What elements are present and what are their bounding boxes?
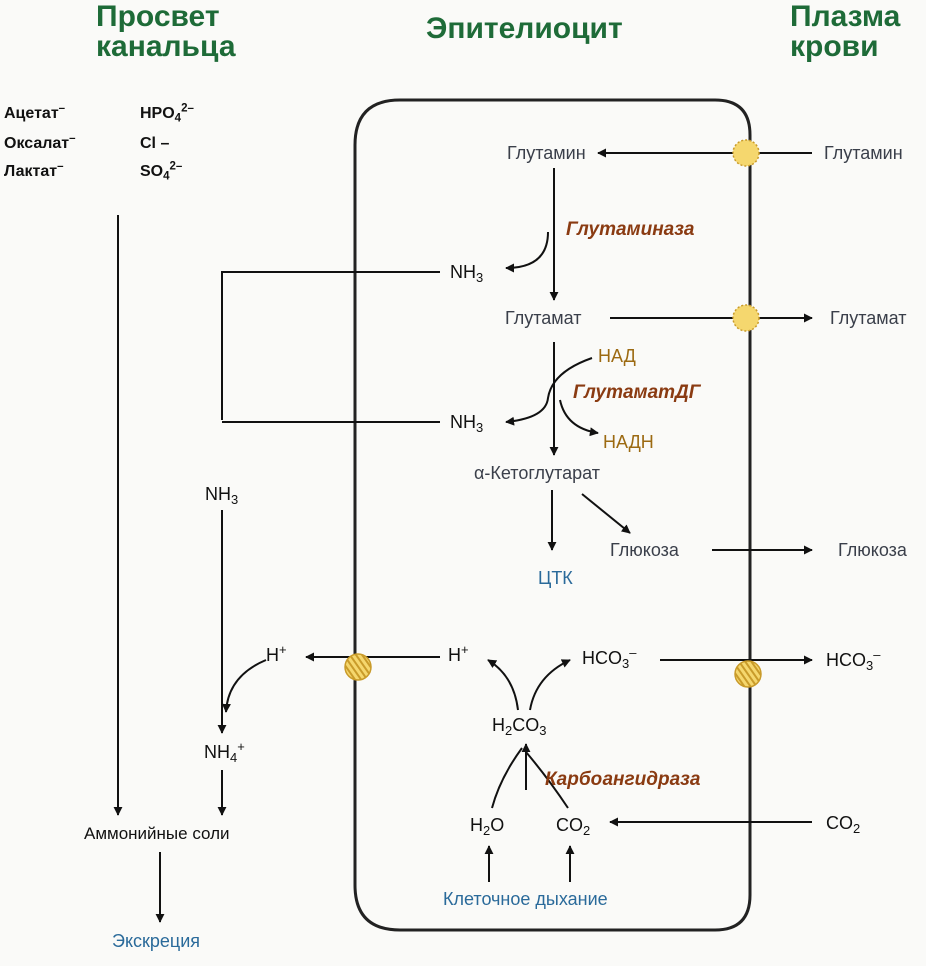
proton-to-nh4-curve: [221, 659, 267, 713]
glutamate-transporter: [732, 304, 760, 332]
glucose-cell-label: Глюкоза: [610, 540, 679, 560]
oxalate-label: Оксалат–: [4, 132, 76, 152]
header-lumen-line2: канальца: [96, 30, 236, 63]
glutamate-dh-label: ГлутаматДГ: [573, 382, 701, 403]
nadh-curve: [559, 399, 599, 437]
glutamine-plasma-label: Глутамин: [824, 143, 903, 163]
chloride-label: Cl –: [140, 135, 170, 152]
lactate-label: Лактат–: [4, 160, 64, 180]
header-lumen: Просвет канальца: [96, 2, 236, 62]
nad-label: НАД: [598, 346, 636, 366]
nh3-label-2: NH3: [450, 412, 484, 435]
nh4-label: NH4+: [204, 738, 245, 765]
excretion-label: Экскреция: [112, 931, 201, 951]
nh3-lumen-label: NH3: [205, 484, 239, 507]
alpha-kg-label: α-Кетоглутарат: [474, 463, 600, 483]
proton-exchanger: [344, 653, 372, 681]
header-plasma-line1: Плазма: [790, 0, 901, 33]
glucose-plasma-label: Глюкоза: [838, 540, 907, 560]
nh3-label-1: NH3: [450, 262, 484, 285]
nh3-path-1: [221, 271, 440, 420]
glutamate-plasma-label: Глутамат: [830, 308, 907, 328]
nad-curve: [505, 357, 593, 426]
h2o-label: H2O: [470, 815, 505, 838]
bicarbonate-transporter: [734, 660, 762, 688]
glutamine-transporter: [732, 139, 760, 167]
nadh-label: НАДН: [603, 432, 654, 452]
carbonic-acid-label: H2CO3: [492, 715, 547, 738]
glutaminase-label: Глутаминаза: [566, 219, 695, 240]
header-cell: Эпителиоцит: [426, 12, 623, 45]
proton-lumen-label: H+: [266, 641, 287, 665]
ammonium-salts-label: Аммонийные соли: [84, 824, 230, 843]
cell-membrane: [353, 98, 752, 932]
header-plasma-line2: крови: [790, 30, 879, 63]
proton-cell-label: H+: [448, 641, 469, 665]
header-plasma: Плазма крови: [790, 2, 900, 62]
co2-to-h2co3-curve: [525, 751, 569, 809]
tca-label: ЦТК: [538, 568, 573, 588]
nh3-release-curve-1: [505, 231, 549, 273]
glutamine-cell-label: Глутамин: [507, 143, 586, 163]
phosphate-label: HPO42–: [140, 102, 194, 125]
h2co3-to-h-curve: [487, 659, 519, 711]
acetate-label: Ацетат–: [4, 102, 66, 122]
bicarbonate-plasma-label: HCO3–: [826, 646, 881, 673]
co2-plasma-label: CO2: [826, 813, 861, 836]
bicarbonate-cell-label: HCO3–: [582, 644, 637, 671]
header-lumen-line1: Просвет: [96, 0, 220, 33]
glutamate-cell-label: Глутамат: [505, 308, 582, 328]
sulfate-label: SO42–: [140, 160, 183, 183]
h2o-to-h2co3-curve: [491, 747, 523, 809]
akg-to-glucose-arrow: [581, 493, 631, 534]
cell-respiration-label: Клеточное дыхание: [443, 889, 608, 909]
carbonic-anhydrase-label: Карбоангидраза: [545, 769, 701, 790]
h2co3-to-hco3-curve: [529, 659, 571, 711]
co2-cell-label: CO2: [556, 815, 591, 838]
